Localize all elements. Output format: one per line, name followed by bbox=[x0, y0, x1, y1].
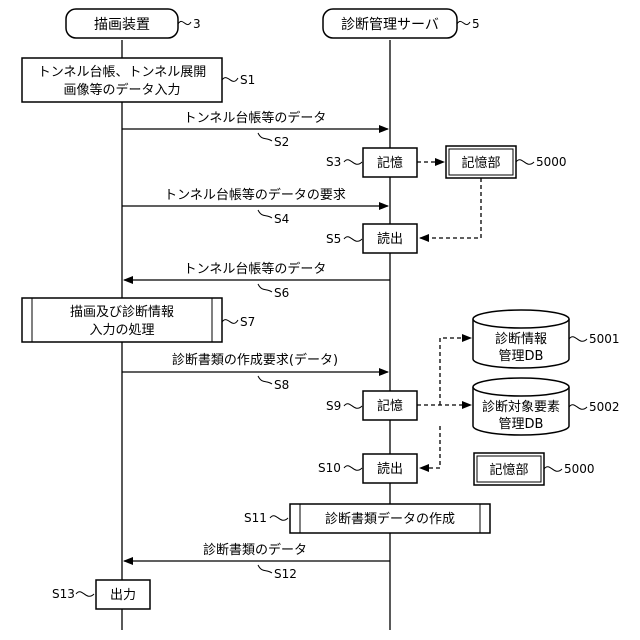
step-s11-id: S11 bbox=[244, 511, 267, 525]
message-s2: トンネル台帳等のデータ S2 bbox=[122, 110, 388, 149]
message-s8-label: 診断書類の作成要求(データ) bbox=[172, 352, 338, 368]
step-s5: S5 読出 bbox=[326, 224, 417, 253]
step-s11-label: 診断書類データの作成 bbox=[325, 511, 455, 527]
message-s2-id: S2 bbox=[274, 135, 289, 149]
storage-bottom-label: 記憶部 bbox=[489, 462, 528, 478]
database-diagnosis-info: 診断情報 管理DB 5001 bbox=[473, 310, 620, 368]
message-s12-id: S12 bbox=[274, 567, 297, 581]
step-s10-id: S10 bbox=[318, 461, 341, 475]
database-diagnosis-target: 診断対象要素 管理DB 5002 bbox=[473, 378, 620, 435]
step-s1-line2: 画像等のデータ入力 bbox=[63, 82, 180, 98]
message-s4-id: S4 bbox=[274, 212, 289, 226]
step-s9-id: S9 bbox=[326, 399, 341, 413]
message-s12: 診断書類のデータ S12 bbox=[124, 542, 390, 581]
step-s13-id: S13 bbox=[52, 587, 75, 601]
step-s10-label: 読出 bbox=[377, 461, 403, 477]
actor-diagnosis-server-label: 診断管理サーバ bbox=[341, 17, 439, 33]
db-info-line1: 診断情報 bbox=[495, 331, 547, 347]
step-s1-line1: トンネル台帳、トンネル展開 bbox=[38, 65, 206, 80]
db-target-line1: 診断対象要素 bbox=[482, 399, 560, 415]
step-s7-line2: 入力の処理 bbox=[89, 323, 154, 338]
message-s4-label: トンネル台帳等のデータの要求 bbox=[164, 187, 346, 203]
actor-diagnosis-server-ref: 5 bbox=[472, 17, 480, 31]
storage-top-ref: 5000 bbox=[536, 155, 567, 169]
actor-drawing-device-label: 描画装置 bbox=[94, 17, 150, 33]
step-s9-label: 記憶 bbox=[377, 398, 403, 414]
message-s12-label: 診断書類のデータ bbox=[203, 542, 307, 558]
db-target-ref: 5002 bbox=[589, 400, 620, 414]
storage-top-label: 記憶部 bbox=[461, 155, 500, 171]
step-s10: S10 読出 bbox=[318, 454, 417, 483]
step-s3-id: S3 bbox=[326, 155, 341, 169]
step-s7-line1: 描画及び診断情報 bbox=[70, 304, 174, 320]
actor-drawing-device-ref: 3 bbox=[193, 17, 201, 31]
step-s7-box: 描画及び診断情報 入力の処理 S7 bbox=[22, 298, 255, 342]
message-s6: トンネル台帳等のデータ S6 bbox=[124, 261, 390, 300]
db-info-ref: 5001 bbox=[589, 332, 620, 346]
actor-diagnosis-server: 診断管理サーバ 5 bbox=[323, 9, 480, 38]
step-s7-id: S7 bbox=[240, 315, 255, 329]
step-s9: S9 記憶 bbox=[326, 338, 471, 420]
storage-bottom-ref: 5000 bbox=[564, 462, 595, 476]
storage-unit-top: 記憶部 5000 bbox=[420, 146, 567, 238]
message-s6-label: トンネル台帳等のデータ bbox=[184, 261, 327, 277]
step-s13-label: 出力 bbox=[110, 588, 136, 603]
message-s4: トンネル台帳等のデータの要求 S4 bbox=[122, 187, 388, 226]
actor-drawing-device: 描画装置 3 bbox=[66, 9, 201, 38]
step-s1-box: トンネル台帳、トンネル展開 画像等のデータ入力 S1 bbox=[22, 58, 255, 102]
step-s13: S13 出力 bbox=[52, 580, 150, 609]
message-s2-label: トンネル台帳等のデータ bbox=[184, 110, 327, 126]
step-s3: S3 記憶 bbox=[326, 148, 444, 177]
step-s1-id: S1 bbox=[240, 73, 255, 87]
step-s3-label: 記憶 bbox=[377, 155, 403, 171]
step-s5-label: 読出 bbox=[377, 231, 403, 247]
message-s8: 診断書類の作成要求(データ) S8 bbox=[122, 352, 388, 392]
message-s8-id: S8 bbox=[274, 378, 289, 392]
step-s11-box: 診断書類データの作成 S11 bbox=[244, 504, 490, 533]
db-target-line2: 管理DB bbox=[499, 417, 544, 432]
message-s6-id: S6 bbox=[274, 286, 289, 300]
step-s5-id: S5 bbox=[326, 232, 341, 246]
db-info-line2: 管理DB bbox=[499, 349, 544, 364]
